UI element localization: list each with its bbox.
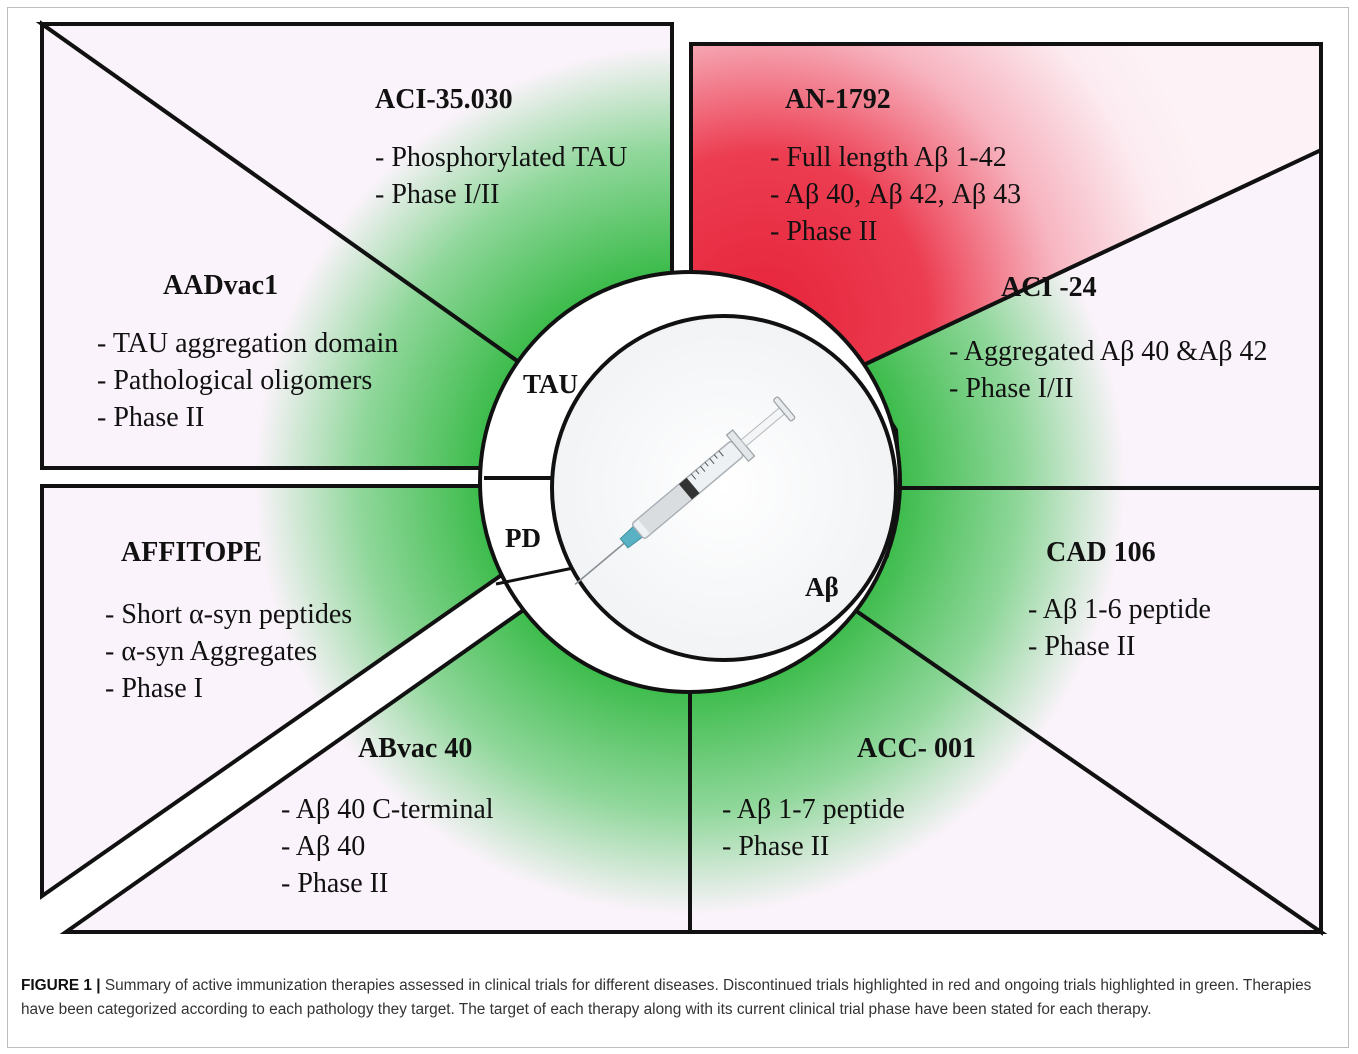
therapy-title-an1792: AN-1792 [785,84,891,115]
therapy-target-an1792: - Full length Aβ 1-42 [770,142,1007,173]
therapy-target2-abvac40: - Aβ 40 [281,831,366,862]
abeta-lower-panel [59,486,1328,936]
therapy-target-abvac40: - Aβ 40 C-terminal [281,794,494,825]
therapy-phase-abvac40: - Phase II [281,868,389,899]
therapy-phase-cad106: - Phase II [1028,631,1136,662]
therapy-target-aadvac1: - TAU aggregation domain [97,328,399,359]
therapy-phase-an1792: - Phase II [770,216,878,247]
therapy-details-aci35030: - Phosphorylated TAU - Phase I/II [375,139,627,213]
therapy-title-aci35030: ACI-35.030 [375,84,513,115]
therapy-phase-acc001: - Phase II [722,831,830,862]
therapy-title-cad106: CAD 106 [1046,537,1156,568]
therapy-target-aci35030: - Phosphorylated TAU [375,142,628,173]
figure-caption: FIGURE 1 | Summary of active immunizatio… [21,974,1331,1021]
caption-label: FIGURE 1 | [21,977,101,994]
ring-label-tau: TAU [523,369,579,399]
therapy-details-aadvac1: - TAU aggregation domain - Pathological … [97,325,398,436]
therapy-details-affitope: - Short α-syn peptides - α-syn Aggregate… [105,596,352,707]
therapy-details-an1792: - Full length Aβ 1-42 - Aβ 40, Aβ 42, Aβ… [770,139,1021,250]
therapy-title-acc001: ACC- 001 [857,733,976,764]
therapy-title-aci24: ACI -24 [1001,272,1097,303]
therapy-title-abvac40: ABvac 40 [358,733,473,764]
therapy-details-abvac40: - Aβ 40 C-terminal - Aβ 40 - Phase II [281,791,494,902]
ring-inner [550,314,898,662]
therapy-details-cad106: - Aβ 1-6 peptide - Phase II [1028,591,1211,665]
therapy-phase-aci24: - Phase I/II [949,373,1074,404]
caption-text: Summary of active immunization therapies… [21,977,1312,1018]
therapy-details-acc001: - Aβ 1-7 peptide - Phase II [722,791,905,865]
therapy-target2-an1792: - Aβ 40, Aβ 42, Aβ 43 [770,179,1022,210]
therapy-title-aadvac1: AADvac1 [163,270,279,301]
therapy-phase-affitope: - Phase I [105,673,203,704]
therapy-phase-aadvac1: - Phase II [97,402,205,433]
therapy-phase-aci35030: - Phase I/II [375,179,500,210]
therapy-target-affitope: - Short α-syn peptides [105,599,353,630]
syringe-icon [574,396,796,586]
therapy-target-acc001: - Aβ 1-7 peptide [722,794,905,825]
therapy-target-aci24: - Aggregated Aβ 40 &Aβ 42 [949,336,1268,367]
therapy-target2-aadvac1: - Pathological oligomers [97,365,373,396]
therapy-target-cad106: - Aβ 1-6 peptide [1028,594,1211,625]
ring-label-pd: PD [505,523,541,553]
therapy-details-aci24: - Aggregated Aβ 40 &Aβ 42 - Phase I/II [949,333,1268,407]
ring-label-abeta: Aβ [805,572,839,602]
therapy-target2-affitope: - α-syn Aggregates [105,636,318,667]
therapy-title-affitope: AFFITOPE [121,537,263,568]
